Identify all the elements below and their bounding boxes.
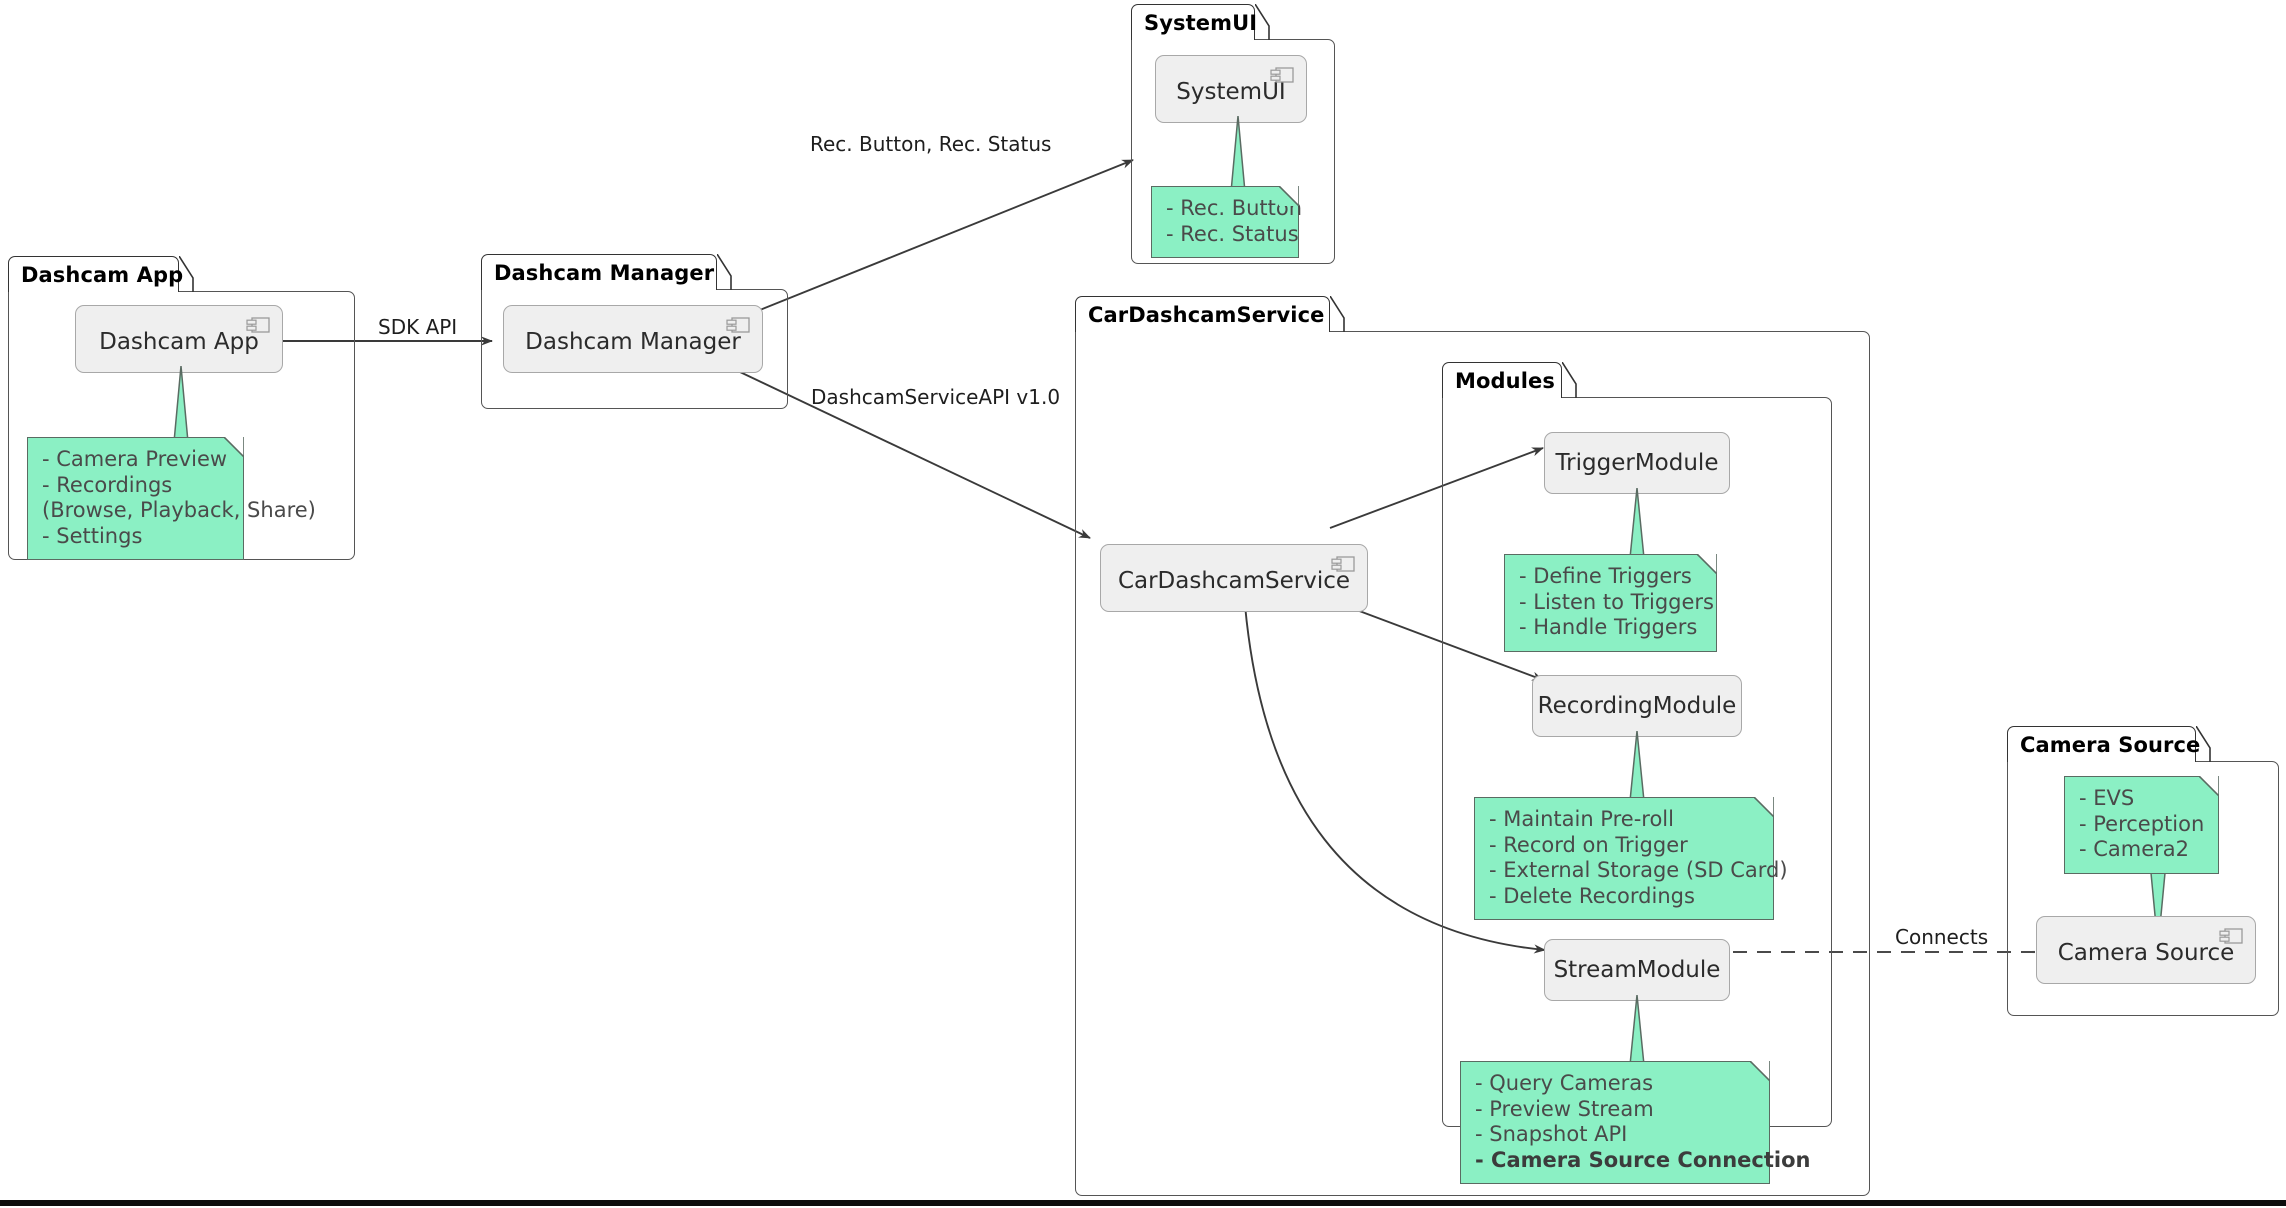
package-systemui-tab: SystemUI [1131, 4, 1258, 40]
note-line: - Rec. Status [1166, 221, 1299, 246]
note-dashcam-app: - Camera Preview - Recordings (Browse, P… [27, 437, 316, 561]
package-camera-source: Camera Source - EVS - Perception - Camer… [2007, 726, 2279, 1016]
package-dashcam-app-tab: Dashcam App [8, 256, 183, 292]
note-line: - Camera2 [2079, 837, 2190, 862]
component-dashcam-app-label: Dashcam App [99, 329, 259, 355]
component-streammodule-label: StreamModule [1553, 957, 1721, 983]
package-dashcam-app-label: Dashcam App [21, 262, 184, 287]
uml-component-icon [2219, 928, 2243, 944]
package-cardashcamservice-body [1075, 331, 1870, 1196]
component-camera-source[interactable]: Camera Source [2036, 916, 2256, 984]
note-stem-dashcam-app [173, 366, 189, 443]
component-cardashcamservice-label: CarDashcamService [1117, 568, 1351, 594]
package-modules-label: Modules [1455, 368, 1555, 393]
package-systemui: SystemUI SystemUI - Rec. Button [1131, 4, 1335, 264]
package-cardashcamservice: CarDashcamService CarDashcamService Modu… [1075, 296, 1870, 1196]
package-camera-source-tab: Camera Source [2007, 726, 2200, 762]
note-line: - Snapshot API [1475, 1122, 1628, 1147]
package-systemui-tab-corner [1255, 4, 1275, 40]
note-recordingmodule: - Maintain Pre-roll - Record on Trigger … [1474, 797, 1788, 921]
note-stem-streammodule [1629, 995, 1645, 1066]
note-line: - Listen to Triggers [1519, 589, 1714, 614]
package-modules-tab-corner [1562, 362, 1582, 398]
component-triggermodule-label: TriggerModule [1555, 450, 1719, 476]
package-camera-source-tab-corner [2196, 726, 2216, 762]
component-dashcam-manager-label: Dashcam Manager [525, 329, 741, 355]
note-fold-corner [2199, 776, 2219, 796]
note-line: - EVS [2079, 786, 2135, 810]
package-dashcam-app: Dashcam App Dashcam App - Camera Pre [8, 256, 355, 561]
note-line: - Define Triggers [1519, 564, 1692, 588]
package-dashcam-manager-label: Dashcam Manager [494, 260, 715, 285]
uml-component-icon [246, 317, 270, 333]
note-streammodule-content: - Query Cameras - Preview Stream - Snaps… [1461, 1062, 1811, 1183]
package-modules: Modules TriggerModule - Define Triggers … [1442, 362, 1832, 1185]
edge-label-dashcamserviceapi: DashcamServiceAPI v1.0 [811, 385, 1061, 409]
note-streammodule: - Query Cameras - Preview Stream - Snaps… [1460, 1061, 1811, 1185]
package-cardashcamservice-tab: CarDashcamService [1075, 296, 1330, 332]
component-streammodule[interactable]: StreamModule [1544, 939, 1730, 1001]
note-line: - Query Cameras [1475, 1071, 1654, 1095]
note-stem-systemui [1230, 116, 1246, 193]
note-triggermodule-content: - Define Triggers - Listen to Triggers -… [1505, 555, 1716, 651]
note-fold-corner [1754, 797, 1774, 817]
note-line: - Settings [42, 523, 143, 548]
note-systemui-content: - Rec. Button - Rec. Status [1152, 187, 1303, 257]
note-fold-corner [1279, 186, 1299, 206]
note-line: - Maintain Pre-roll [1489, 807, 1674, 831]
note-camera-source: - EVS - Perception - Camera2 [2064, 776, 2219, 874]
note-line: - Recordings [42, 472, 173, 497]
note-stem-recordingmodule [1629, 731, 1645, 802]
note-line-highlighted: - Camera Source Connection [1475, 1147, 1811, 1172]
component-systemui-label: SystemUI [1176, 79, 1286, 105]
component-cardashcamservice[interactable]: CarDashcamService [1100, 544, 1368, 612]
package-dashcam-manager: Dashcam Manager Dashcam Manager [481, 254, 788, 409]
package-cardashcamservice-label: CarDashcamService [1088, 302, 1325, 327]
edge-rec-button-status [739, 159, 1134, 319]
note-camera-source-content: - EVS - Perception - Camera2 [2065, 777, 2218, 873]
package-dashcam-manager-tab: Dashcam Manager [481, 254, 717, 290]
component-recordingmodule[interactable]: RecordingModule [1532, 675, 1742, 737]
package-modules-tab: Modules [1442, 362, 1562, 398]
note-triggermodule: - Define Triggers - Listen to Triggers -… [1504, 554, 1717, 652]
component-systemui[interactable]: SystemUI [1155, 55, 1307, 123]
note-line: (Browse, Playback, Share) [42, 498, 316, 523]
note-stem-triggermodule [1629, 488, 1645, 559]
note-line: - Camera Preview [42, 447, 228, 471]
bottom-divider [0, 1200, 2286, 1206]
uml-component-icon [1331, 556, 1355, 572]
component-recordingmodule-label: RecordingModule [1537, 693, 1737, 719]
note-line: - Preview Stream [1475, 1096, 1654, 1121]
note-fold-corner [1697, 554, 1717, 574]
component-camera-source-label: Camera Source [2057, 940, 2235, 966]
component-triggermodule[interactable]: TriggerModule [1544, 432, 1730, 494]
edge-label-rec-button-status: Rec. Button, Rec. Status [810, 132, 1052, 156]
edge-label-sdk-api: SDK API [378, 315, 458, 339]
package-dashcam-manager-tab-corner [717, 254, 737, 290]
edge-label-connects: Connects [1889, 925, 1995, 949]
note-recordingmodule-content: - Maintain Pre-roll - Record on Trigger … [1475, 798, 1788, 919]
note-line: - Rec. Button [1166, 196, 1303, 220]
package-cardashcamservice-tab-corner [1330, 296, 1350, 332]
component-dashcam-app[interactable]: Dashcam App [75, 305, 283, 373]
note-fold-corner [224, 437, 244, 457]
uml-component-icon [1270, 67, 1294, 83]
component-dashcam-manager[interactable]: Dashcam Manager [503, 305, 763, 373]
note-line: - External Storage (SD Card) [1489, 858, 1788, 883]
package-systemui-label: SystemUI [1144, 10, 1258, 35]
note-systemui: - Rec. Button - Rec. Status [1151, 186, 1303, 259]
note-line: - Delete Recordings [1489, 883, 1695, 908]
note-line: - Record on Trigger [1489, 832, 1688, 857]
uml-component-icon [726, 317, 750, 333]
note-line: - Handle Triggers [1519, 615, 1698, 640]
note-fold-corner [1750, 1061, 1770, 1081]
package-dashcam-app-tab-corner [179, 256, 199, 292]
package-camera-source-label: Camera Source [2020, 732, 2201, 757]
note-dashcam-app-content: - Camera Preview - Recordings (Browse, P… [28, 438, 316, 559]
note-line: - Perception [2079, 811, 2205, 836]
